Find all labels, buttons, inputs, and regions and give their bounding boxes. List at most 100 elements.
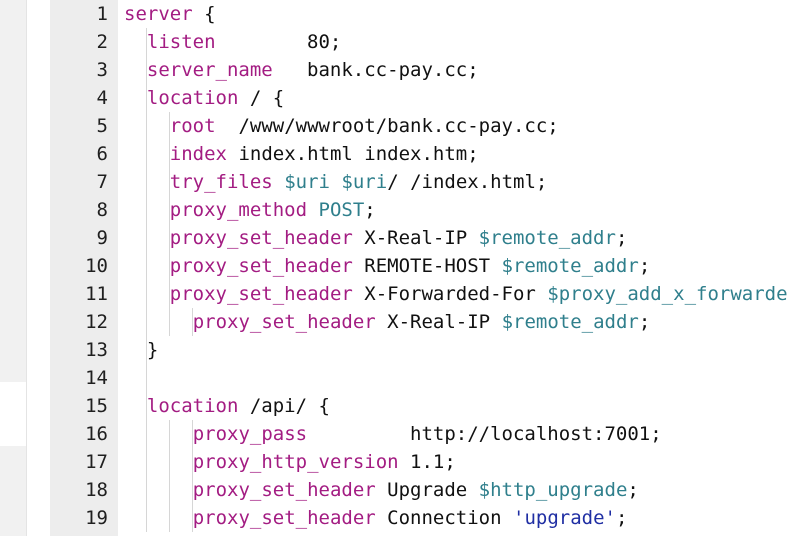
code-line[interactable]: 17 proxy_http_version 1.1; xyxy=(50,448,812,476)
indent-guide xyxy=(168,448,170,476)
text-token xyxy=(273,171,284,193)
code-line[interactable]: 19 proxy_set_header Connection 'upgrade'; xyxy=(50,504,812,532)
text-token: ; xyxy=(364,199,376,221)
code-line[interactable]: 18 proxy_set_header Upgrade $http_upgrade… xyxy=(50,476,812,504)
indent-guide xyxy=(146,28,147,56)
variable-token: $proxy_add_x_forwarde xyxy=(547,283,788,305)
text-token: /www/wwwroot/bank.cc-pay.cc; xyxy=(215,115,559,137)
code-line[interactable]: 7 try_files $uri $uri/ /index.html; xyxy=(50,168,812,196)
text-token: X-Real-IP xyxy=(352,227,479,249)
indent-guide xyxy=(146,196,147,224)
indent-guide xyxy=(191,448,193,476)
indent-guide xyxy=(168,196,170,224)
line-number: 18 xyxy=(85,479,108,501)
variable-token: $uri xyxy=(341,171,388,193)
line-number: 17 xyxy=(85,451,108,473)
directive-token: server_name xyxy=(146,59,273,81)
text-token: http://localhost:7001; xyxy=(307,423,662,445)
code-text: index index.html index.htm; xyxy=(170,140,479,168)
indent-guide xyxy=(146,84,147,112)
text-token: ; xyxy=(638,255,651,277)
directive-token: location xyxy=(146,87,239,109)
variable-token: POST xyxy=(318,199,365,221)
indent-guide xyxy=(168,252,170,280)
code-line[interactable]: 13} xyxy=(50,336,812,364)
text-token: index.html index.htm; xyxy=(227,143,479,165)
code-line[interactable]: 6 index index.html index.htm; xyxy=(50,140,812,168)
panel-divider xyxy=(26,0,27,536)
side-panel-band-lower xyxy=(0,446,26,536)
text-token: bank.cc-pay.cc; xyxy=(272,59,479,81)
code-text: proxy_set_header X-Real-IP $remote_addr; xyxy=(193,308,651,336)
line-number: 10 xyxy=(85,255,108,277)
directive-token: proxy_set_header xyxy=(192,311,376,333)
directive-token: proxy_set_header xyxy=(169,283,353,305)
text-token xyxy=(307,199,318,221)
text-token: ; xyxy=(627,479,639,501)
indent-guide xyxy=(168,140,170,168)
line-number: 2 xyxy=(96,31,108,53)
text-token xyxy=(330,171,341,193)
variable-token: $uri xyxy=(284,171,330,193)
indent-guide xyxy=(146,280,147,308)
indent-guide xyxy=(168,224,170,252)
directive-token: proxy_set_header xyxy=(192,479,376,501)
line-number: 7 xyxy=(96,171,108,193)
code-text: proxy_set_header X-Forwarded-For $proxy_… xyxy=(170,280,788,308)
indent-guide xyxy=(146,140,147,168)
line-number: 8 xyxy=(96,199,108,221)
text-token: / { xyxy=(238,87,285,109)
indent-guide xyxy=(146,56,147,84)
code-text: proxy_set_header X-Real-IP $remote_addr; xyxy=(170,224,628,252)
indent-guide xyxy=(168,112,170,140)
line-number: 19 xyxy=(85,507,108,529)
text-token: 80; xyxy=(215,31,342,53)
variable-token: $remote_addr xyxy=(501,311,639,333)
indent-guide xyxy=(146,504,147,532)
text-token: ; xyxy=(615,507,628,529)
directive-token: proxy_set_header xyxy=(169,255,353,277)
indent-guide xyxy=(146,364,147,392)
line-number: 6 xyxy=(96,143,108,165)
code-text: proxy_set_header Upgrade $http_upgrade; xyxy=(193,476,639,504)
code-text: proxy_http_version 1.1; xyxy=(193,448,456,476)
line-number: 14 xyxy=(85,367,108,389)
code-text: server_name bank.cc-pay.cc; xyxy=(147,56,479,84)
directive-token: proxy_set_header xyxy=(192,507,376,529)
indent-guide xyxy=(146,224,147,252)
code-text: proxy_set_header Connection 'upgrade'; xyxy=(193,504,628,532)
code-text: } xyxy=(147,336,158,364)
text-token: Connection xyxy=(375,507,513,529)
line-number-gutter xyxy=(50,0,118,536)
indent-guide xyxy=(191,308,193,336)
code-text: listen 80; xyxy=(147,28,341,56)
text-token: { xyxy=(192,3,216,25)
code-line[interactable]: 14 xyxy=(50,364,812,392)
directive-token: location xyxy=(146,395,239,417)
text-token: ; xyxy=(615,227,628,249)
code-text: proxy_pass http://localhost:7001; xyxy=(193,420,662,448)
text-token: X-Forwarded-For xyxy=(352,283,548,305)
directive-token: root xyxy=(169,115,216,137)
code-line[interactable]: 2 listen 80; xyxy=(50,28,812,56)
indent-guide xyxy=(146,112,147,140)
text-token: ; xyxy=(638,311,651,333)
code-text: try_files $uri $uri/ /index.html; xyxy=(170,168,548,196)
code-text: server { xyxy=(124,0,216,28)
text-token: Upgrade xyxy=(375,479,479,501)
line-number: 13 xyxy=(85,339,108,361)
variable-token: $remote_addr xyxy=(501,255,639,277)
